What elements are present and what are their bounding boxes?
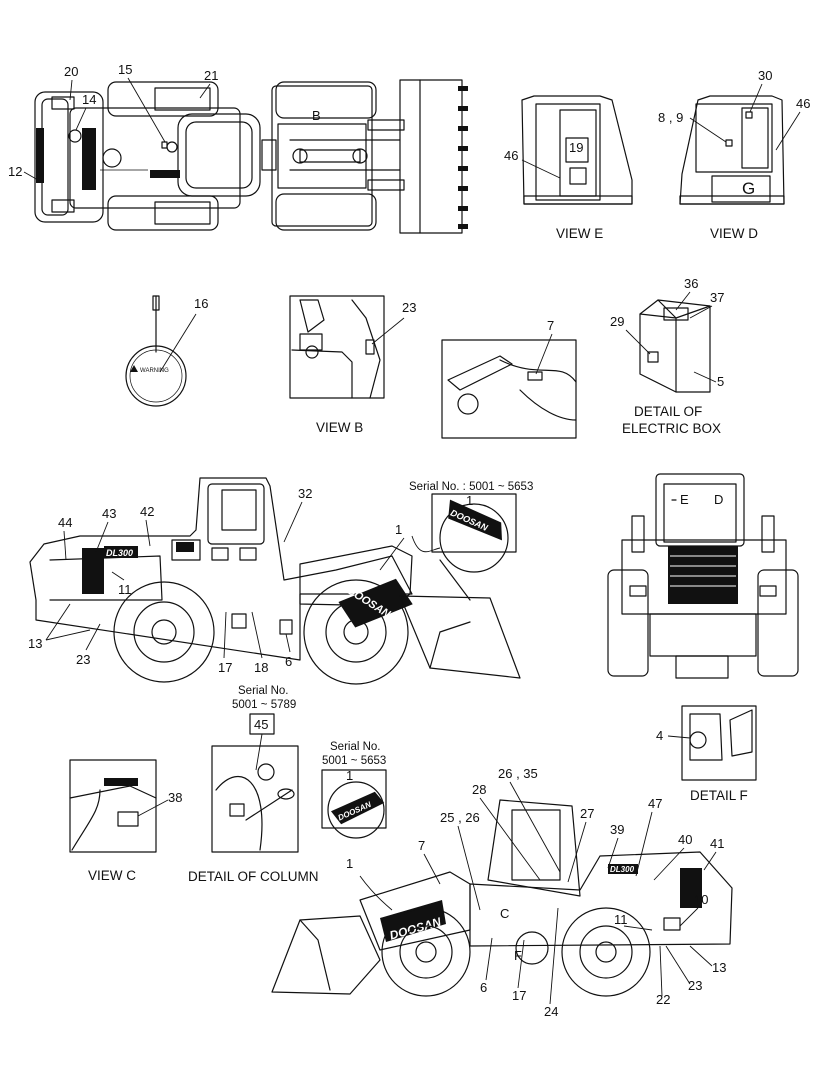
view-b-caption: VIEW B xyxy=(316,420,363,435)
label-45: 45 xyxy=(254,717,268,732)
label-6-iso: 6 xyxy=(480,980,487,995)
view-letter-f-iso: F xyxy=(514,948,522,963)
column-caption: DETAIL OF COLUMN xyxy=(188,869,319,884)
label-11-iso: 11 xyxy=(614,912,628,927)
view-e: 46 19 VIEW E xyxy=(504,95,633,241)
front-view: E D xyxy=(607,473,799,679)
label-27: 27 xyxy=(580,806,594,821)
iso-view: DOOSAN DL300 C F 1 7 28 26 , 35 25 , 26 … xyxy=(271,766,733,1019)
label-24: 24 xyxy=(544,1004,558,1019)
box-caption-1: DETAIL OF xyxy=(634,404,702,419)
label-10: 10 xyxy=(694,892,708,907)
label-29: 29 xyxy=(610,314,624,329)
view-b: 23 VIEW B xyxy=(289,295,416,435)
label-7-mid: 7 xyxy=(547,318,554,333)
label-13-iso: 13 xyxy=(712,960,726,975)
warning-tag: WARNING 16 xyxy=(125,295,208,407)
label-21: 21 xyxy=(204,68,218,83)
view-e-caption: VIEW E xyxy=(556,226,603,241)
label-40: 40 xyxy=(678,832,692,847)
serial-detail-2: Serial No. 5001 ~ 5653 DOOSAN 1 xyxy=(321,741,387,839)
label-46-e: 46 xyxy=(504,148,518,163)
label-23-b: 23 xyxy=(402,300,416,315)
label-22: 22 xyxy=(656,992,670,1007)
detail-f-caption: DETAIL F xyxy=(690,788,748,803)
label-42: 42 xyxy=(140,504,154,519)
view-letter-g: G xyxy=(742,179,755,198)
warning-text: WARNING xyxy=(140,368,169,374)
serial-detail-1: Serial No. : 5001 ~ 5653 DOOSAN 1 xyxy=(409,481,533,573)
label-1-serial-2: 1 xyxy=(346,768,353,783)
detail-f: 4 DETAIL F xyxy=(656,705,757,803)
label-25-26: 25 , 26 xyxy=(440,810,480,825)
label-4: 4 xyxy=(656,728,663,743)
label-15: 15 xyxy=(118,62,132,77)
serial-2a: Serial No. xyxy=(238,685,289,697)
view-letter-d-front: D xyxy=(714,492,723,507)
serial-3b: 5001 ~ 5653 xyxy=(322,755,386,767)
label-1-side: 1 xyxy=(395,522,402,537)
label-44: 44 xyxy=(58,515,72,530)
label-26-35: 26 , 35 xyxy=(498,766,538,781)
label-16: 16 xyxy=(194,296,208,311)
serial-3a: Serial No. xyxy=(330,741,381,753)
view-c-caption: VIEW C xyxy=(88,868,136,883)
serial-2b: 5001 ~ 5789 xyxy=(232,699,296,711)
label-17-iso: 17 xyxy=(512,988,526,1003)
label-41: 41 xyxy=(710,836,724,851)
label-28: 28 xyxy=(472,782,486,797)
label-7-iso: 7 xyxy=(418,838,425,853)
label-1-serial: 1 xyxy=(466,493,473,508)
side-view: DL300 DOOSAN 32 44 43 42 11 13 23 17 18 … xyxy=(28,477,521,685)
label-12: 12 xyxy=(8,164,22,179)
label-18: 18 xyxy=(254,660,268,675)
label-32: 32 xyxy=(298,486,312,501)
serial-1: Serial No. : 5001 ~ 5653 xyxy=(409,481,533,493)
label-23-iso: 23 xyxy=(688,978,702,993)
label-37: 37 xyxy=(710,290,724,305)
electric-box: 36 37 29 5 DETAIL OF ELECTRIC BOX xyxy=(610,276,724,436)
iso-model-badge: DL300 xyxy=(610,865,635,874)
label-17-side: 17 xyxy=(218,660,232,675)
label-30: 30 xyxy=(758,68,772,83)
label-38: 38 xyxy=(168,790,182,805)
box-caption-2: ELECTRIC BOX xyxy=(622,421,721,436)
label-46-d: 46 xyxy=(796,96,810,111)
view-letter-e-front: E xyxy=(680,492,689,507)
view-d: G 30 8 , 9 46 VIEW D xyxy=(658,68,810,241)
view-c: 38 VIEW C xyxy=(69,759,182,883)
side-model-badge: DL300 xyxy=(106,548,133,558)
label-13-side: 13 xyxy=(28,636,42,651)
label-6-side: 6 xyxy=(285,654,292,669)
view-letter-c-iso: C xyxy=(500,906,509,921)
label-11-side: 11 xyxy=(118,582,132,597)
view-d-caption: VIEW D xyxy=(710,226,758,241)
label-8-9: 8 , 9 xyxy=(658,110,683,125)
label-14: 14 xyxy=(82,92,96,107)
label-20: 20 xyxy=(64,64,78,79)
detail-column: Serial No. 5001 ~ 5789 45 DETAIL OF COLU… xyxy=(188,685,319,884)
label-23-side: 23 xyxy=(76,652,90,667)
label-1-iso: 1 xyxy=(346,856,353,871)
view-letter-b: B xyxy=(312,108,321,123)
detail-7: 7 xyxy=(441,318,577,439)
label-19: 19 xyxy=(569,140,583,155)
label-47: 47 xyxy=(648,796,662,811)
label-36: 36 xyxy=(684,276,698,291)
label-43: 43 xyxy=(102,506,116,521)
label-39: 39 xyxy=(610,822,624,837)
label-5: 5 xyxy=(717,374,724,389)
top-view: B 20 14 15 21 12 xyxy=(8,62,468,234)
